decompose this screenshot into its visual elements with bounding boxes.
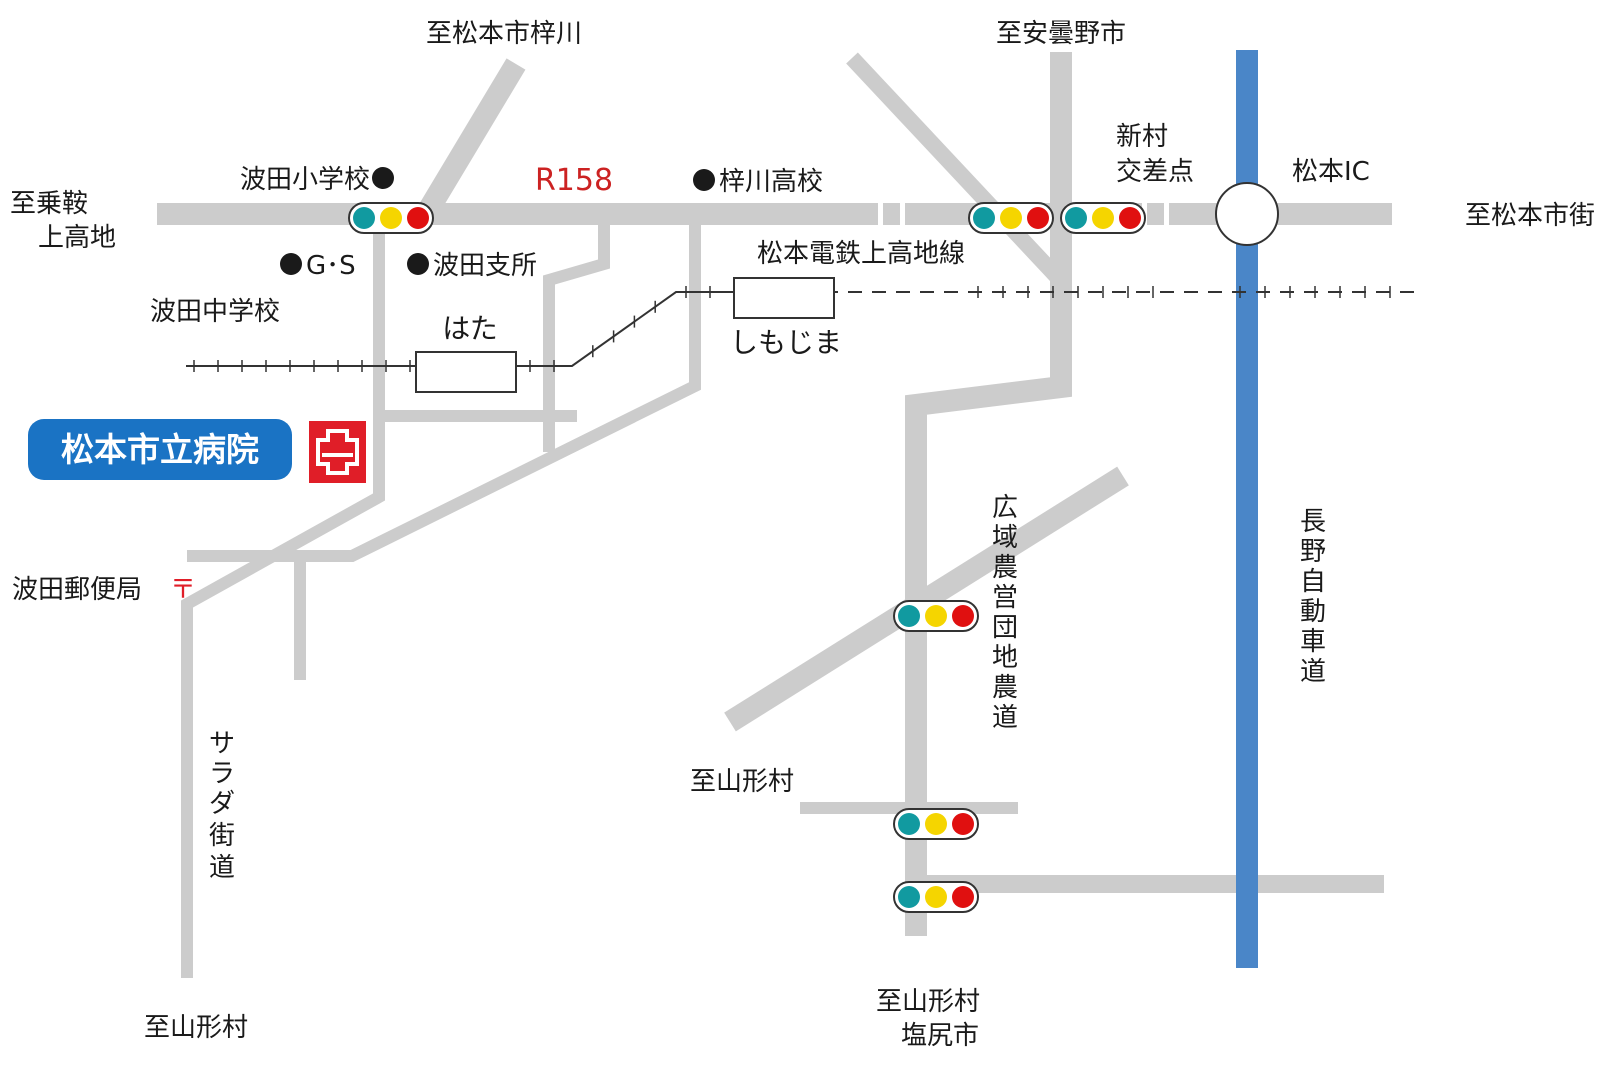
traffic-signal-icon: [893, 808, 979, 840]
label-hada-elementary: 波田小学校: [240, 165, 370, 195]
svg-text:道: 道: [209, 853, 235, 883]
station-shimojima-box: [733, 277, 835, 319]
label-post-office: 波田郵便局: [12, 575, 142, 605]
traffic-signal-icon: [893, 600, 979, 632]
svg-text:団: 団: [992, 613, 1018, 643]
svg-text:サ: サ: [209, 729, 235, 759]
svg-text:ラ: ラ: [209, 759, 235, 789]
label-gas-station: G･S: [306, 251, 356, 281]
svg-text:ダ: ダ: [209, 789, 235, 819]
svg-text:自: 自: [1300, 567, 1326, 597]
direction-yamagata-left: 至山形村: [144, 1013, 248, 1043]
svg-text:街: 街: [209, 821, 235, 851]
hospital-cross-icon: [309, 421, 366, 483]
traffic-signal-icon: [893, 881, 979, 913]
road-to-azusagawa: [416, 58, 526, 220]
hospital-badge[interactable]: 松本市立病院: [28, 419, 292, 480]
direction-yamagata-bottom: 至山形村: [876, 987, 980, 1017]
svg-text:農: 農: [992, 553, 1018, 583]
svg-text:地: 地: [992, 643, 1018, 673]
landmark-dot-icon: [372, 167, 394, 189]
direction-kamikochi: 上高地: [38, 223, 116, 253]
landmark-dot-icon: [407, 253, 429, 275]
label-salad-road: サ ラ ダ 街 道: [209, 729, 235, 883]
landmark-dot-icon: [693, 169, 715, 191]
svg-text:動: 動: [1300, 597, 1326, 627]
svg-text:車: 車: [1300, 627, 1326, 657]
label-rail-line: 松本電鉄上高地線: [757, 239, 965, 269]
route-r158-label: R158: [535, 163, 613, 198]
label-station-hata: はた: [442, 312, 497, 345]
interchange-circle-icon: [1215, 182, 1279, 246]
traffic-signal-icon: [348, 202, 434, 234]
traffic-signals: [348, 202, 1146, 913]
label-hada-branch: 波田支所: [433, 251, 537, 281]
svg-text:域: 域: [992, 523, 1018, 553]
label-station-shimojima: しもじま: [730, 326, 842, 359]
label-hada-junior-high: 波田中学校: [150, 297, 280, 327]
direction-azumino: 至安曇野市: [996, 19, 1126, 49]
road-east-diagonal: [187, 222, 701, 562]
direction-matsumoto-city: 至松本市街: [1465, 201, 1595, 231]
label-matsumoto-ic: 松本IC: [1292, 157, 1370, 187]
svg-text:広: 広: [992, 493, 1018, 523]
svg-text:営: 営: [992, 583, 1018, 613]
direction-shiojiri: 塩尻市: [901, 1021, 979, 1051]
landmark-dots: [280, 167, 715, 275]
direction-yamagata-mid: 至山形村: [690, 767, 794, 797]
label-azusagawa-high: 梓川高校: [719, 167, 823, 197]
direction-azusagawa: 至松本市梓川: [426, 19, 582, 49]
vertical-labels: 長 野 自 動 車 道 広 域 農 営 団 地 農 道 サ ラ ダ 街 道: [209, 493, 1326, 883]
label-farm-road: 広 域 農 営 団 地 農 道: [992, 493, 1018, 733]
rail-ties: [193, 286, 1391, 372]
direction-norikura: 至乗鞍: [10, 189, 88, 219]
landmark-dot-icon: [280, 253, 302, 275]
road-to-yamagata: [724, 466, 1129, 732]
label-shinmura: 新村: [1116, 122, 1168, 152]
labels: 至松本市梓川 至安曇野市 至乗鞍 上高地 至松本市街 R158 波田小学校 梓川…: [10, 19, 1595, 1051]
svg-text:農: 農: [992, 673, 1018, 703]
road-to-azumino-diagonal: [846, 52, 1066, 286]
traffic-signal-icon: [1060, 202, 1146, 234]
label-nagano-expressway: 長 野 自 動 車 道: [1300, 507, 1326, 687]
svg-text:野: 野: [1300, 537, 1326, 567]
label-shinmura-crossing: 交差点: [1116, 157, 1194, 187]
station-hata-box: [415, 351, 517, 393]
traffic-signal-icon: [968, 202, 1054, 234]
svg-text:道: 道: [992, 703, 1018, 733]
svg-text:長: 長: [1300, 507, 1326, 537]
hospital-name: 松本市立病院: [61, 430, 259, 469]
post-office-icon: 〒: [170, 575, 196, 605]
svg-text:道: 道: [1300, 657, 1326, 687]
